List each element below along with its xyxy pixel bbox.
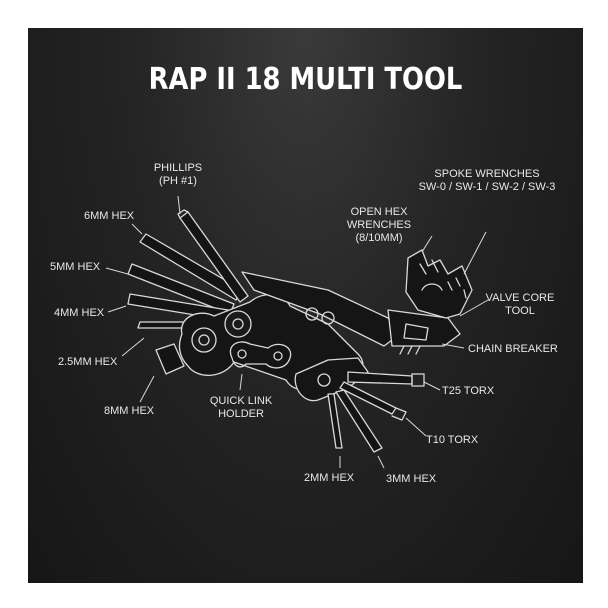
label-quick-link-line1: QUICK LINK (209, 395, 273, 407)
multi-tool-illustration (105, 195, 489, 469)
lower-right-plate (294, 357, 369, 402)
phillips-bit (179, 211, 249, 303)
label-hex-8mm: 8MM HEX (104, 405, 155, 417)
label-phillips-line2: (PH #1) (159, 175, 197, 187)
label-hex-5mm: 5MM HEX (50, 261, 101, 273)
quick-link-holder (229, 341, 292, 369)
label-phillips: PHILLIPS (PH #1) (138, 162, 218, 188)
label-quick-link: QUICK LINK HOLDER (196, 395, 286, 421)
label-open-hex: OPEN HEX WRENCHES (8/10MM) (334, 206, 424, 245)
label-valve-line1: VALVE CORE (485, 292, 555, 304)
hex-5mm-key (127, 263, 235, 315)
spoke-wrench (405, 249, 473, 319)
label-hex-6mm: 6MM HEX (84, 210, 135, 222)
chain-breaker (387, 309, 461, 347)
label-hex-2mm: 2MM HEX (304, 472, 355, 484)
label-open-hex-line2: WRENCHES (346, 219, 412, 231)
label-phillips-line1: PHILLIPS (153, 162, 203, 174)
label-spoke-line1: SPOKE WRENCHES (434, 168, 540, 180)
label-open-hex-line1: OPEN HEX (350, 206, 408, 218)
diagram-panel: RAP II 18 MULTI TOOL (28, 28, 583, 583)
label-valve-core: VALVE CORE TOOL (480, 292, 560, 318)
label-hex-3mm: 3MM HEX (386, 473, 437, 485)
label-open-hex-line3: (8/10MM) (355, 232, 403, 244)
label-t25-torx: T25 TORX (442, 385, 495, 397)
label-quick-link-line2: HOLDER (218, 408, 264, 420)
t25-torx-bit (347, 371, 413, 385)
label-hex-25mm: 2.5MM HEX (58, 356, 118, 368)
label-spoke-line2: SW-0 / SW-1 / SW-2 / SW-3 (418, 181, 556, 193)
label-hex-4mm: 4MM HEX (54, 307, 105, 319)
label-spoke-wrenches: SPOKE WRENCHES SW-0 / SW-1 / SW-2 / SW-3 (412, 168, 562, 194)
hex-8mm-key (155, 343, 185, 375)
label-t10-torx: T10 TORX (426, 434, 479, 446)
label-chain-breaker: CHAIN BREAKER (468, 343, 558, 355)
label-valve-line2: TOOL (505, 305, 535, 317)
hex-2mm-key (327, 393, 343, 449)
hex-3mm-key (335, 389, 383, 453)
diagram-title: RAP II 18 MULTI TOOL (148, 62, 463, 97)
t10-torx-bit (339, 381, 397, 415)
leader-lines (105, 195, 489, 469)
